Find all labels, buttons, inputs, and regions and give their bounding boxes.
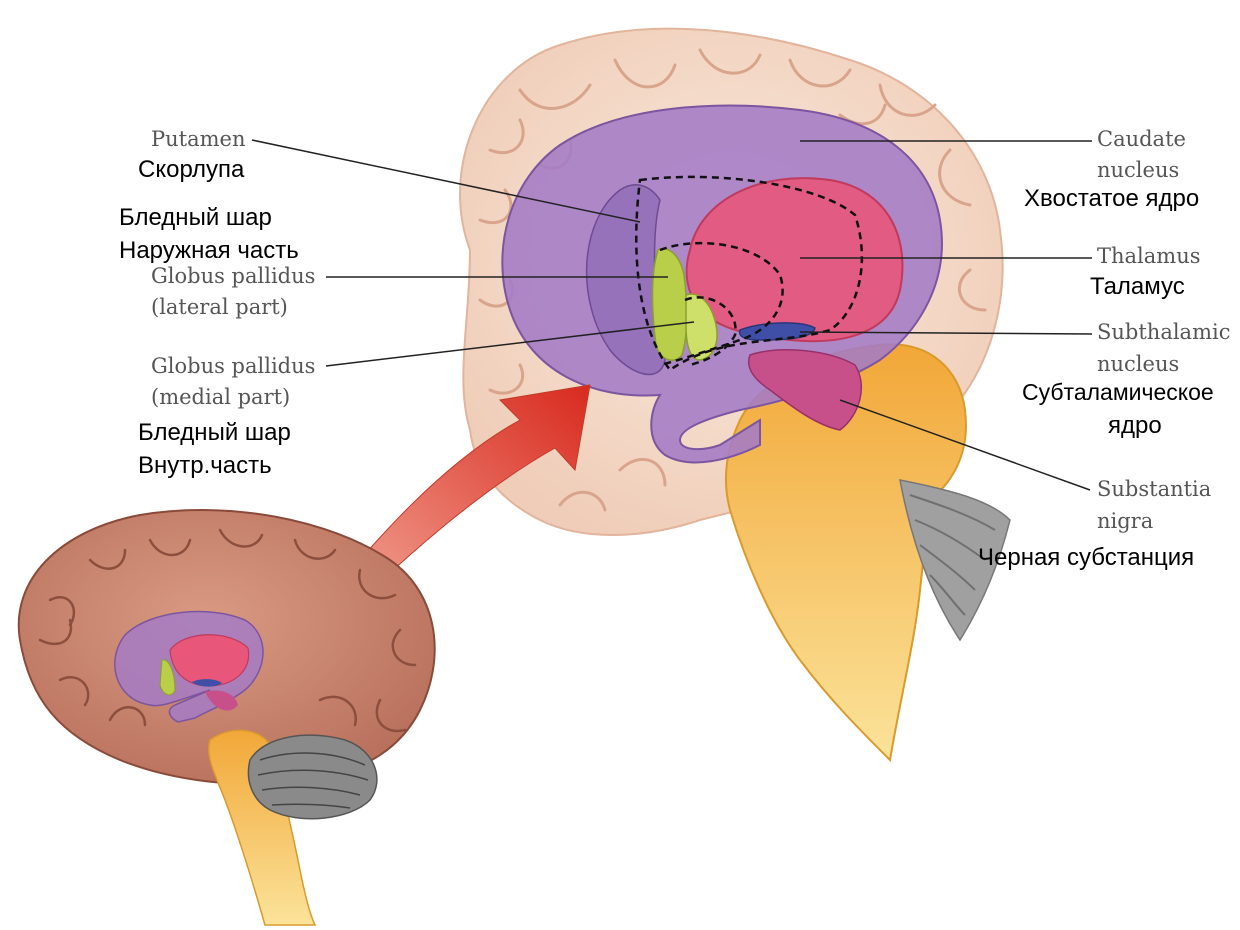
mini-subthalamic: [192, 679, 222, 687]
cerebellum-folia: [909, 494, 996, 616]
substantia-nigra-label-ru: Черная субстанция: [978, 544, 1195, 571]
mini-thalamus: [169, 634, 250, 687]
subthalamic-label-en-2: nucleus: [1097, 352, 1180, 376]
leader-subthalamic: [799, 331, 1093, 335]
brainstem-large: [724, 343, 1011, 763]
small-cerebellum-folia: [257, 752, 369, 809]
caudate-label-ru: Хвостатое ядро: [1024, 185, 1200, 212]
leader-substantia-nigra: [839, 399, 1091, 491]
subthalamic-label-ru-2: ядро: [1108, 412, 1162, 439]
thalamus-label-ru: Таламус: [1090, 273, 1185, 300]
substantia-nigra-label-en-1: Substantia: [1097, 477, 1212, 501]
subthalamic-label-ru-1: Субталамическое: [1022, 379, 1214, 405]
caudate-label-en-2: nucleus: [1097, 158, 1180, 182]
small-brain-folds: [38, 528, 417, 733]
caudate-label-en-1: Caudate: [1097, 127, 1186, 151]
gp-lateral-label-ru-2: Наружная часть: [119, 237, 299, 264]
leader-putamen: [251, 139, 641, 223]
gp-medial-label-en-1: Globus pallidus: [151, 354, 316, 378]
gp-lateral-label-en-1: Globus pallidus: [151, 264, 316, 288]
cerebellum-large: [899, 479, 1011, 642]
gp-medial-label-ru-1: Бледный шар: [138, 419, 291, 446]
dashed-outlines: [635, 175, 864, 372]
substantia-nigra-label-en-2: nigra: [1097, 509, 1154, 533]
leader-gp-medial: [325, 321, 695, 367]
globus-pallidus-medial-shape: [685, 293, 718, 361]
small-cerebellum: [247, 734, 378, 820]
globus-pallidus-lateral-shape: [651, 248, 688, 361]
gp-lateral-label-ru-1: Бледный шар: [119, 204, 272, 231]
mini-globus-pallidus: [159, 659, 176, 696]
mini-substantia-nigra: [205, 690, 238, 711]
subthalamic-label-en-1: Subthalamic: [1097, 320, 1231, 344]
substantia-nigra-shape: [748, 349, 863, 431]
leader-lines: [251, 139, 1093, 491]
gp-lateral-label-en-2: (lateral part): [151, 295, 288, 319]
gp-medial-label-ru-2: Внутр.часть: [138, 452, 272, 479]
gp-medial-label-en-2: (medial part): [151, 385, 291, 409]
small-brain: [17, 509, 436, 926]
putamen-label-ru: Скорлупа: [138, 156, 245, 183]
putamen-label-en: Putamen: [151, 127, 246, 151]
thalamus-label-en: Thalamus: [1097, 244, 1201, 268]
